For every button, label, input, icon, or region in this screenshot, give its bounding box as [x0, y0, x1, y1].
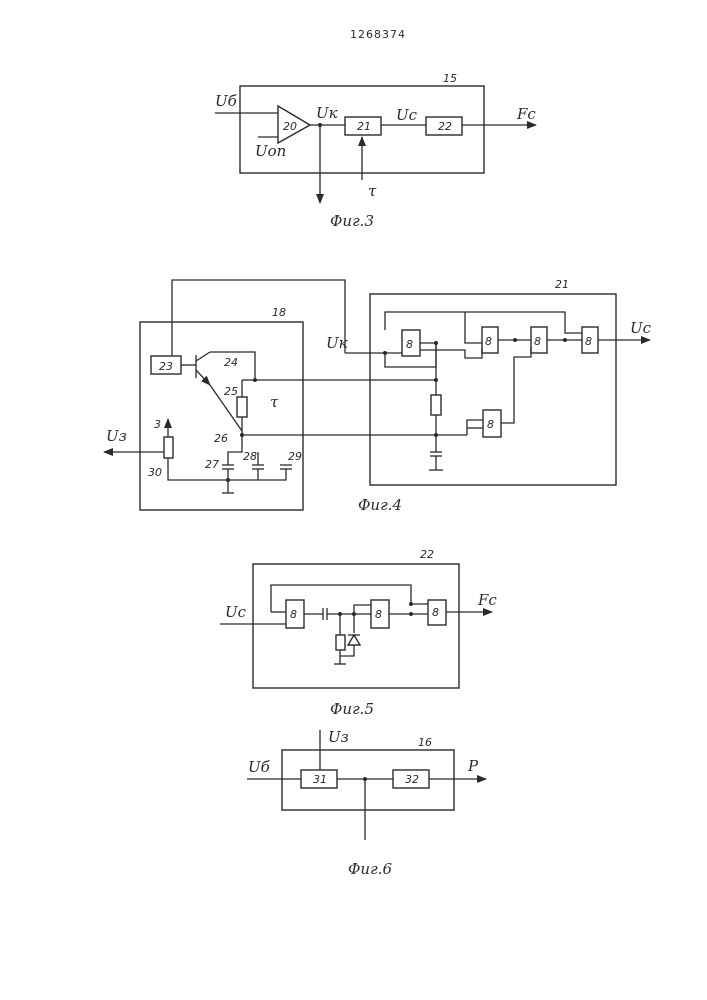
signal-fc: Fc — [516, 105, 536, 123]
gate-4-label: 8 — [585, 335, 592, 348]
block-15-label: 15 — [443, 72, 457, 85]
block-21-label: 21 — [555, 278, 569, 291]
block-22-label-fig5: 22 — [420, 548, 434, 561]
block-32-label: 32 — [405, 773, 419, 786]
signal-u-z-fig6: Uз — [328, 728, 349, 746]
potentiometer-30 — [164, 437, 173, 458]
component-24-label: 24 — [224, 356, 238, 369]
component-28-label: 28 — [243, 450, 257, 463]
signal-u-k-fig4: Uк — [326, 334, 348, 352]
gate-3-label: 8 — [534, 335, 541, 348]
block-22-label: 22 — [438, 120, 452, 133]
caption-fig5: Фиг.5 — [330, 700, 374, 718]
fig5-junction-loop — [409, 602, 413, 606]
figure-4: 18 21 Uк 23 24 25 τ 26 — [104, 278, 652, 514]
component-27-label: 27 — [205, 458, 219, 471]
component-29-label: 29 — [288, 450, 302, 463]
block-18-frame — [140, 322, 303, 510]
resistor-21 — [431, 395, 441, 415]
block-31-label: 31 — [313, 773, 327, 786]
component-26-label: 26 — [214, 432, 228, 445]
figure-3: 15 Uб Uоп 20 Uк 21 τ Uс 22 Fc Фиг.3 — [215, 72, 536, 230]
gate-1-label: 8 — [406, 338, 413, 351]
ground-junction — [226, 478, 230, 482]
comparator-20-label: 20 — [283, 120, 297, 133]
signal-u-c-fig5: Uс — [225, 603, 247, 621]
fig5-gate-3-label: 8 — [432, 606, 439, 619]
signal-tau-fig4: τ — [270, 393, 279, 411]
signal-fc-fig5: Fc — [477, 591, 497, 609]
caption-fig4: Фиг.4 — [358, 496, 402, 514]
signal-u-b: Uб — [215, 92, 238, 110]
fig5-resistor — [336, 635, 345, 650]
junction-gate2-out — [513, 338, 517, 342]
gate-5-label: 8 — [487, 418, 494, 431]
component-30-label: 30 — [148, 466, 162, 479]
signal-u-c: Uс — [396, 106, 418, 124]
fig5-junction-out — [409, 612, 413, 616]
signal-p: P — [467, 757, 479, 775]
junction-25-in — [434, 378, 438, 382]
figure-5: 22 Uс 8 8 8 Fc Фиг.5 — [220, 548, 497, 718]
resistor-25 — [237, 397, 247, 417]
block-18-label: 18 — [272, 306, 286, 319]
signal-u-k: Uк — [316, 104, 338, 122]
signal-u-c-fig4: Uс — [630, 319, 652, 337]
junction-gate1-out — [434, 341, 438, 345]
block-23-label: 23 — [159, 360, 173, 373]
signal-u-b-fig6: Uб — [248, 758, 271, 776]
component-3-label: 3 — [154, 418, 161, 431]
signal-tau: τ — [368, 182, 377, 200]
block-21-label: 21 — [357, 120, 371, 133]
component-25-label: 25 — [224, 385, 238, 398]
block-16-label: 16 — [418, 736, 432, 749]
block-22-frame — [253, 564, 459, 688]
figure-6: 16 Uб Uз 31 32 P Фиг.6 — [247, 728, 486, 878]
gate-2-label: 8 — [485, 335, 492, 348]
signal-u-z: Uз — [106, 427, 127, 445]
patent-number: 1268374 — [350, 28, 406, 41]
signal-u-op: Uоп — [255, 142, 286, 160]
junction-gate3-out — [563, 338, 567, 342]
fig5-gate-2-label: 8 — [375, 608, 382, 621]
caption-fig3: Фиг.3 — [330, 212, 374, 230]
block-21-frame — [370, 294, 616, 485]
fig5-gate-1-label: 8 — [290, 608, 297, 621]
junction-26-in — [434, 433, 438, 437]
caption-fig6: Фиг.6 — [348, 860, 392, 878]
